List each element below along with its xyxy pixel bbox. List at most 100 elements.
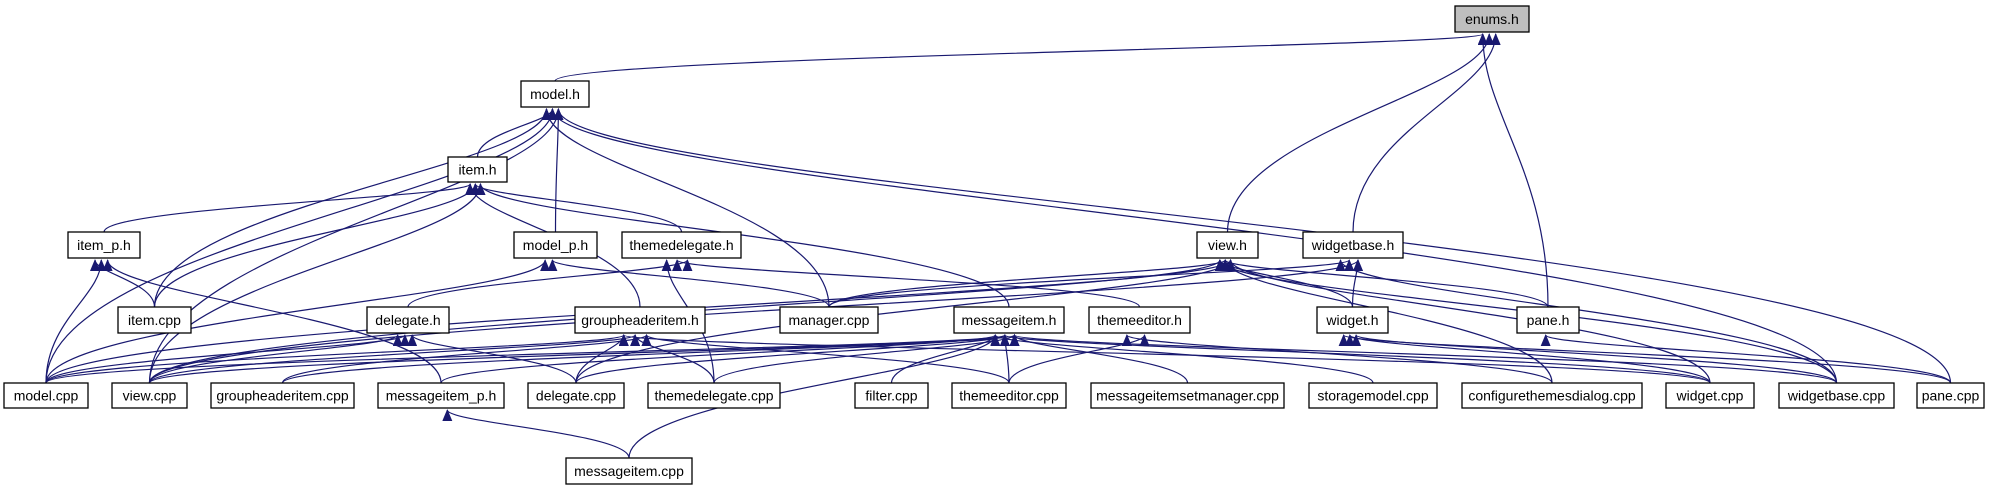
node-label: groupheaderitem.h: [581, 312, 699, 328]
node-label: storagemodel.cpp: [1317, 388, 1429, 404]
edge-themeeditor-cpp-to-groupheaderitem-h: [641, 334, 1010, 384]
node-widget-h[interactable]: widget.h: [1316, 306, 1389, 334]
node-item-h[interactable]: item.h: [447, 156, 508, 183]
node-label: themeeditor.h: [1097, 312, 1182, 328]
edge-widgetbase-cpp-to-widget-h: [1351, 334, 1838, 384]
node-box: [1454, 5, 1530, 33]
node-storagemodel-cpp[interactable]: storagemodel.cpp: [1308, 382, 1438, 409]
node-groupheaderitem-cpp[interactable]: groupheaderitem.cpp: [210, 382, 355, 409]
node-label: item_p.h: [77, 237, 131, 253]
edge-model-cpp-to-messageitem-h: [45, 334, 1010, 384]
node-messageitem-p-h[interactable]: messageitem_p.h: [377, 382, 505, 409]
node-label: manager.cpp: [789, 312, 870, 328]
node-box: [513, 231, 598, 259]
edge-themedelegate-h-to-item-h: [470, 183, 683, 233]
edge-themeeditor-cpp-to-messageitem-h: [999, 334, 1010, 384]
node-widget-cpp[interactable]: widget.cpp: [1665, 382, 1755, 409]
node-box: [117, 306, 192, 334]
node-box: [1516, 306, 1580, 334]
node-delegate-h[interactable]: delegate.h: [366, 306, 450, 334]
edge-view-cpp-to-model-h: [148, 108, 564, 384]
edge-groupheaderitem-cpp-to-messageitem-h: [281, 334, 1010, 384]
node-label: widget.h: [1325, 312, 1378, 328]
node-label: themeeditor.cpp: [959, 388, 1059, 404]
node-box: [1665, 382, 1755, 409]
node-model-h[interactable]: model.h: [520, 80, 590, 108]
node-label: model_p.h: [523, 237, 588, 253]
node-label: groupheaderitem.cpp: [216, 388, 349, 404]
node-label: model.cpp: [14, 388, 79, 404]
edge-manager-cpp-to-widgetbase-h: [828, 259, 1354, 308]
edge-item-cpp-to-model-h: [153, 108, 552, 308]
edge-pane-cpp-to-pane-h: [1541, 334, 1952, 384]
node-messageitemsetmanager-cpp[interactable]: messageitemsetmanager.cpp: [1090, 382, 1285, 409]
node-pane-cpp[interactable]: pane.cpp: [1916, 382, 1985, 409]
edge-pane-h-to-view-h: [1220, 259, 1549, 308]
edge-themedelegate-cpp-to-groupheaderitem-h: [630, 334, 715, 384]
edge-view-cpp-to-delegate-h: [148, 334, 403, 384]
edge-messageitemsetmanager-cpp-to-messageitem-h: [1009, 334, 1189, 384]
edge-model-p-h-to-model-h: [553, 108, 564, 233]
node-filter-cpp[interactable]: filter.cpp: [854, 382, 929, 409]
edge-widget-cpp-to-view-h: [1225, 259, 1711, 384]
edge-pane-cpp-to-widget-h: [1339, 334, 1952, 384]
edge-model-cpp-to-model-p-h: [45, 259, 550, 384]
node-view-h[interactable]: view.h: [1196, 231, 1259, 259]
node-themeeditor-cpp[interactable]: themeeditor.cpp: [951, 382, 1067, 409]
node-box: [779, 306, 879, 334]
edges-layer: [45, 33, 1952, 459]
node-label: messageitem_p.h: [386, 388, 497, 404]
node-box: [1090, 382, 1285, 409]
node-pane-h[interactable]: pane.h: [1516, 306, 1580, 334]
node-label: messageitem.cpp: [574, 463, 684, 479]
edge-messageitem-p-h-to-item-p-h: [102, 259, 442, 384]
node-widgetbase-cpp[interactable]: widgetbase.cpp: [1778, 382, 1895, 409]
edge-manager-cpp-to-view-h: [828, 259, 1230, 308]
node-enums-h[interactable]: enums.h: [1454, 5, 1530, 33]
node-label: widgetbase.h: [1311, 237, 1395, 253]
edge-widgetbase-cpp-to-model-h: [547, 108, 1838, 384]
node-themeeditor-h[interactable]: themeeditor.h: [1088, 306, 1191, 334]
node-box: [527, 382, 625, 409]
node-box: [1088, 306, 1191, 334]
node-label: themedelegate.h: [629, 237, 733, 253]
node-box: [953, 306, 1065, 334]
node-messageitem-h[interactable]: messageitem.h: [953, 306, 1065, 334]
node-item-p-h[interactable]: item_p.h: [67, 231, 141, 259]
node-themedelegate-h[interactable]: themedelegate.h: [621, 231, 742, 259]
node-manager-cpp[interactable]: manager.cpp: [779, 306, 879, 334]
edge-delegate-cpp-to-delegate-h: [407, 334, 577, 384]
node-box: [366, 306, 450, 334]
node-label: messageitemsetmanager.cpp: [1096, 388, 1279, 404]
edge-themeeditor-h-to-themedelegate-h: [672, 259, 1141, 308]
edge-widgetbase-h-to-enums-h: [1352, 33, 1501, 233]
edge-widget-cpp-to-widget-h: [1345, 334, 1711, 384]
node-themedelegate-cpp[interactable]: themedelegate.cpp: [647, 382, 781, 409]
node-widgetbase-h[interactable]: widgetbase.h: [1302, 231, 1404, 259]
node-model-cpp[interactable]: model.cpp: [3, 382, 89, 409]
node-box: [1302, 231, 1404, 259]
node-box: [210, 382, 355, 409]
node-box: [951, 382, 1067, 409]
edge-delegate-cpp-to-messageitem-h: [575, 334, 1010, 384]
edge-view-cpp-to-groupheaderitem-h: [148, 334, 640, 384]
node-label: delegate.cpp: [536, 388, 616, 404]
edge-delegate-h-to-themedelegate-h: [407, 259, 693, 308]
node-model-p-h[interactable]: model_p.h: [513, 231, 598, 259]
node-box: [1308, 382, 1438, 409]
node-item-cpp[interactable]: item.cpp: [117, 306, 192, 334]
node-label: view.cpp: [123, 388, 177, 404]
node-groupheaderitem-h[interactable]: groupheaderitem.h: [574, 306, 706, 334]
node-label: pane.h: [1527, 312, 1570, 328]
edge-model-h-to-enums-h: [554, 33, 1487, 82]
edge-widgetbase-cpp-to-widgetbase-h: [1335, 259, 1838, 384]
node-label: widgetbase.cpp: [1787, 388, 1886, 404]
node-delegate-cpp[interactable]: delegate.cpp: [527, 382, 625, 409]
node-view-cpp[interactable]: view.cpp: [111, 382, 188, 409]
node-box: [3, 382, 89, 409]
edge-themeeditor-cpp-to-themeeditor-h: [1008, 334, 1150, 384]
node-messageitem-cpp[interactable]: messageitem.cpp: [565, 457, 693, 485]
node-configurethemesdialog-cpp[interactable]: configurethemesdialog.cpp: [1461, 382, 1643, 409]
node-label: item.h: [458, 162, 496, 178]
